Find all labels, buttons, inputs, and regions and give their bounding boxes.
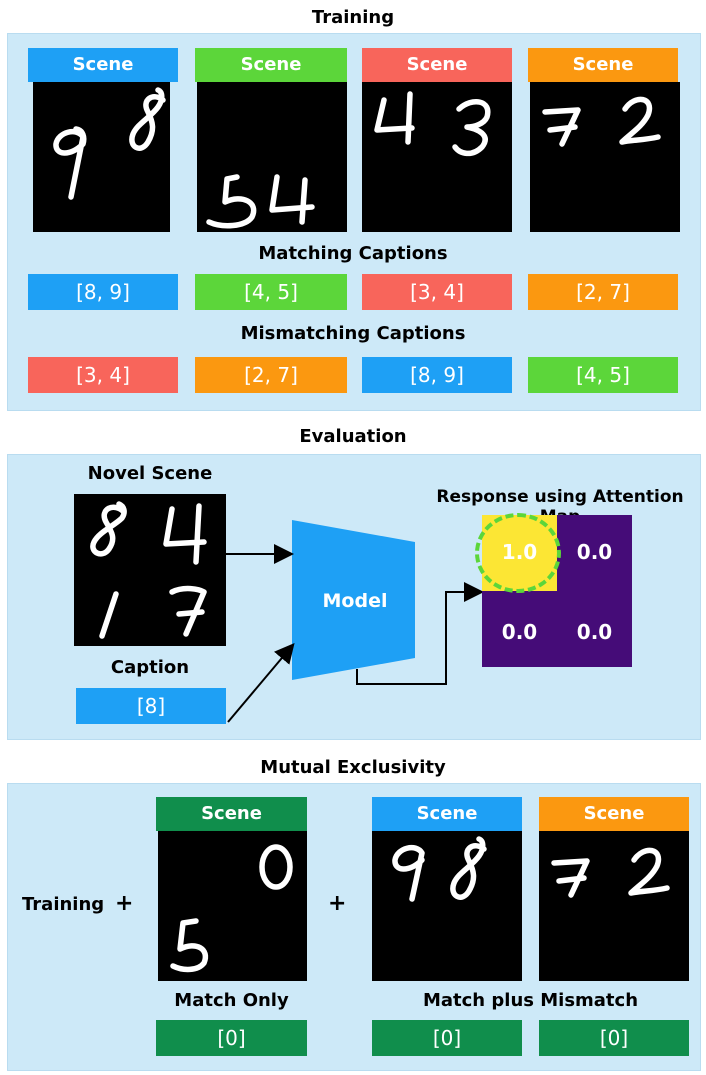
digit-0-icon [259, 844, 293, 890]
caption-to-model-arrow [227, 642, 295, 723]
training-scene-header-1: Scene [28, 48, 178, 82]
training-scene-header-4: Scene [528, 48, 678, 82]
training-scene-image-1 [33, 82, 170, 232]
me-training-label: Training [22, 894, 105, 915]
training-scene-image-4 [530, 82, 680, 232]
model-block [292, 520, 415, 680]
attention-value-1: 1.0 [501, 540, 538, 564]
evaluation-caption: [8] [76, 688, 226, 724]
me-scene-image-1 [158, 831, 307, 981]
digit-7-icon [542, 107, 581, 147]
digit-7-icon [169, 585, 207, 637]
digit-4-icon [374, 91, 415, 145]
caption-label: Caption [110, 657, 190, 678]
matching-captions-title: Matching Captions [258, 243, 448, 264]
matching-caption-2: [4, 5] [195, 274, 347, 310]
me-scene-header-3: Scene [539, 797, 689, 831]
training-scene-image-2 [197, 82, 347, 232]
training-scene-header-2: Scene [195, 48, 347, 82]
novel-scene-image [74, 494, 226, 646]
digit-4-icon [163, 503, 207, 565]
me-scene-image-3 [539, 831, 689, 981]
digit-8-icon [129, 87, 166, 151]
plus-icon: + [115, 891, 134, 916]
me-scene-header-2: Scene [372, 797, 522, 831]
digit-8-icon [450, 836, 487, 900]
novel-scene-label: Novel Scene [87, 463, 213, 484]
mismatching-caption-3: [8, 9] [362, 357, 512, 393]
matching-caption-3: [3, 4] [362, 274, 512, 310]
attention-circle-icon [475, 513, 561, 593]
digit-3-icon [452, 99, 491, 157]
mismatching-caption-4: [4, 5] [528, 357, 678, 393]
digit-5-icon [170, 918, 209, 973]
model-label: Model [322, 590, 388, 612]
me-caption-2: [0] [372, 1020, 522, 1056]
match-only-label: Match Only [174, 990, 289, 1011]
plus-icon: + [328, 891, 347, 916]
digit-5-icon [206, 174, 257, 229]
model-to-response-arrow [356, 582, 484, 685]
digit-8-icon [90, 501, 127, 557]
training-scene-image-3 [362, 82, 512, 232]
training-title: Training [311, 7, 395, 28]
evaluation-title: Evaluation [299, 426, 407, 447]
training-scene-header-3: Scene [362, 48, 512, 82]
digit-9-icon [53, 126, 87, 200]
me-caption-3: [0] [539, 1020, 689, 1056]
matching-caption-1: [8, 9] [28, 274, 178, 310]
match-plus-mismatch-label: Match plus Mismatch [422, 990, 639, 1011]
mismatching-caption-1: [3, 4] [28, 357, 178, 393]
digit-7-icon [551, 858, 590, 898]
evaluation-flow-diagram [226, 520, 484, 723]
digit-9-icon [392, 844, 425, 902]
matching-caption-4: [2, 7] [528, 274, 678, 310]
attention-value-4: 0.0 [576, 620, 613, 644]
mutual-exclusivity-title: Mutual Exclusivity [260, 757, 446, 778]
me-scene-header-1: Scene [156, 797, 307, 831]
attention-value-3: 0.0 [501, 620, 538, 644]
digit-1-icon [99, 591, 119, 639]
digit-2-icon [628, 847, 670, 896]
me-caption-1: [0] [156, 1020, 307, 1056]
attention-value-2: 0.0 [576, 540, 613, 564]
mismatching-caption-2: [2, 7] [195, 357, 347, 393]
digit-2-icon [619, 96, 661, 145]
digit-4-icon [269, 174, 315, 225]
me-scene-image-2 [372, 831, 522, 981]
mismatching-captions-title: Mismatching Captions [240, 323, 466, 344]
